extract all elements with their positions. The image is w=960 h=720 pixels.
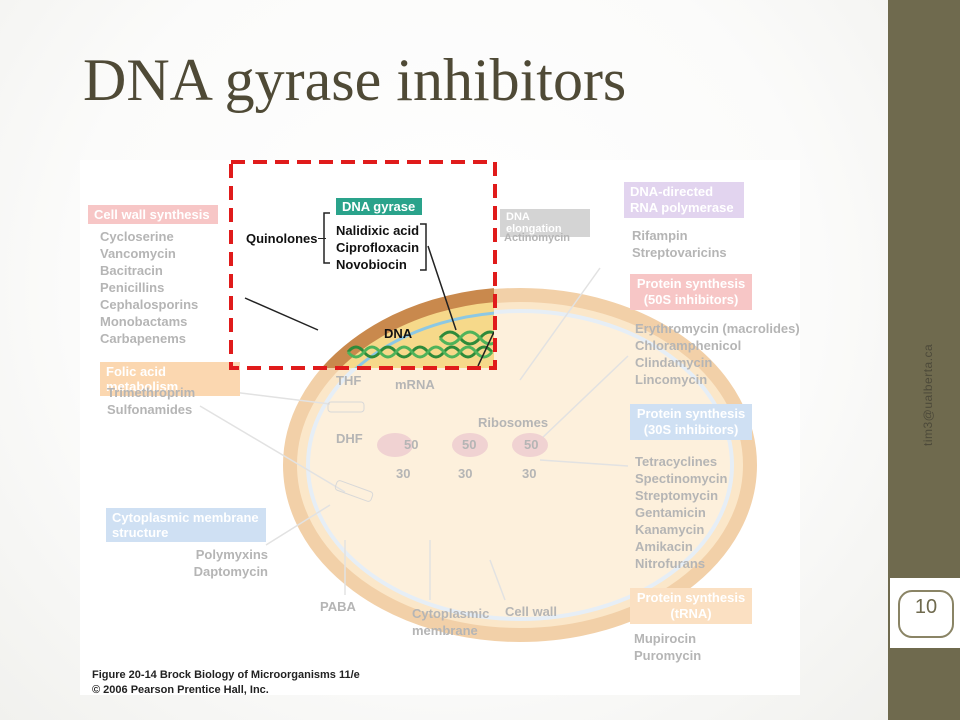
dna-strand-1 <box>346 345 494 359</box>
gyrase-header: DNA gyrase <box>336 198 422 215</box>
drug-item: Sulfonamides <box>107 402 193 417</box>
drug-item: Spectinomycin <box>635 471 728 486</box>
dna-strand-2 <box>346 345 494 359</box>
highlight-box <box>229 160 497 370</box>
drugs-bracket-right <box>420 223 427 271</box>
drug-item: Streptomycin <box>635 488 719 503</box>
trna-list: Mupirocin Puromycin <box>634 630 701 664</box>
dna-elongation-pointer <box>477 331 494 367</box>
drug-item: Cephalosporins <box>100 297 199 312</box>
drug-item: Chloramphenicol <box>635 338 742 353</box>
dna-strand-3 <box>438 330 494 346</box>
ribosome-30-label: 30 <box>396 466 411 481</box>
drug-item: Rifampin <box>632 228 688 243</box>
ps50-list: Erythromycin (macrolides) Chloramphenico… <box>635 320 800 388</box>
drug-item: Erythromycin (macrolides) <box>635 321 800 336</box>
drug-item: Penicillins <box>100 280 165 295</box>
membrane-list: Polymyxins Daptomycin <box>190 546 268 580</box>
folic-header: Folic acid metabolism <box>100 362 240 396</box>
ribosome-30-label: 30 <box>458 466 473 481</box>
membrane-header: Cytoplasmic membrane structure <box>106 508 266 542</box>
mrna-label: mRNA <box>395 377 435 392</box>
ribosome-50-label: 50 <box>404 437 419 452</box>
cell-wall-header: Cell wall synthesis <box>88 205 218 224</box>
paba-label: PABA <box>320 599 356 614</box>
dna-elongation-header: DNA elongation <box>500 209 590 237</box>
rna-pol-header: DNA-directed RNA polymerase <box>624 182 744 218</box>
ribosomes-label: Ribosomes <box>478 415 549 430</box>
drug-item: Amikacin <box>635 539 693 554</box>
ribosome-30-label: 30 <box>522 466 537 481</box>
ps50-header: Protein synthesis (50S inhibitors) <box>630 274 752 310</box>
page-number-frame <box>898 590 954 638</box>
dhf-label: DHF <box>336 431 363 446</box>
ribosomes <box>377 433 548 457</box>
drug-item: Monobactams <box>100 314 188 329</box>
drug-item: Nalidixic acid <box>336 223 420 238</box>
gyrase-pointer <box>427 245 457 331</box>
ribosome-50-label: 50 <box>462 437 477 452</box>
ribosome-50-label: 50 <box>524 437 539 452</box>
actinomycin-label: Actinomycin <box>504 232 571 244</box>
cell-wall-pointer <box>244 297 319 331</box>
ps30-header: Protein synthesis (30S inhibitors) <box>630 404 752 440</box>
drug-item: Lincomycin <box>635 372 708 387</box>
drug-item: Cycloserine <box>100 229 174 244</box>
drug-item: Ciprofloxacin <box>336 240 420 255</box>
drug-item: Clindamycin <box>635 355 713 370</box>
figure-caption: Figure 20-14 Brock Biology of Microorgan… <box>92 668 360 698</box>
dna-label: DNA <box>384 326 413 341</box>
highlight-cell-wall <box>321 288 494 368</box>
rna-pol-list: Rifampin Streptovaricins <box>632 227 727 261</box>
quinolones-label: Quinolones <box>246 231 318 246</box>
drug-item: Tetracyclines <box>635 454 718 469</box>
membrane-label: Cytoplasmic membrane <box>412 606 490 638</box>
drug-item: Mupirocin <box>634 631 697 646</box>
drug-item: Bacitracin <box>100 263 163 278</box>
drug-item: Carbapenems <box>100 331 186 346</box>
dna-strand-4 <box>438 330 494 346</box>
drug-item: Gentamicin <box>635 505 706 520</box>
drug-item: Nitrofurans <box>635 556 706 571</box>
drug-item: Puromycin <box>634 648 702 663</box>
drug-item: Daptomycin <box>193 564 268 579</box>
drug-item: Trimethroprim <box>107 385 196 400</box>
drug-item: Novobiocin <box>336 257 407 272</box>
drug-item: Kanamycin <box>635 522 705 537</box>
quinolones-connector <box>318 238 326 239</box>
caption-line: © 2006 Pearson Prentice Hall, Inc. <box>92 684 269 696</box>
drug-item: Vancomycin <box>100 246 176 261</box>
slide-title: DNA gyrase inhibitors <box>83 47 627 113</box>
cell-wall-list: Cycloserine Vancomycin Bacitracin Penici… <box>100 228 198 347</box>
cell-membrane-shape <box>306 309 734 621</box>
folic-list: Trimethroprim Sulfonamides <box>107 384 195 418</box>
thf-label: THF <box>336 373 362 388</box>
enzyme-thf <box>327 401 365 413</box>
caption-line: Figure 20-14 Brock Biology of Microorgan… <box>92 669 360 681</box>
gyrase-drug-list: Nalidixic acid Ciprofloxacin Novobiocin <box>336 222 419 273</box>
drug-item: Streptovaricins <box>632 245 727 260</box>
enzyme-dhf <box>334 480 374 502</box>
ps30-list: Tetracyclines Spectinomycin Streptomycin… <box>635 453 727 572</box>
page-number: 10 <box>914 596 938 618</box>
trna-header: Protein synthesis (tRNA) <box>630 588 752 624</box>
cell-wall-label: Cell wall <box>505 604 558 619</box>
drug-item: Polymyxins <box>195 547 268 562</box>
